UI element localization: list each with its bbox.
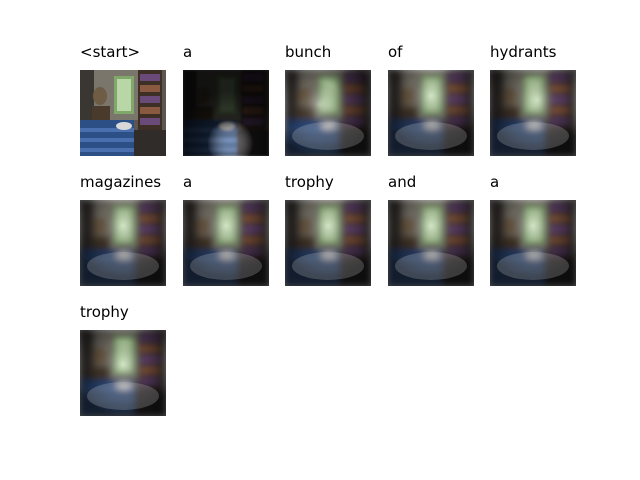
frame-word-label: trophy [80,303,129,321]
attention-map-image [183,200,269,286]
attention-map-image [388,70,474,156]
attention-frame: of [388,43,484,173]
attention-frame: a [490,173,586,303]
attention-frame: <start> [80,43,176,173]
attention-map-image [80,70,166,156]
attention-frame: a [183,173,279,303]
attention-frame: a [183,43,279,173]
frame-word-label: and [388,173,417,191]
frame-word-label: bunch [285,43,332,61]
attention-map-image [388,200,474,286]
attention-map-image [490,70,576,156]
attention-map-image [183,70,269,156]
frame-word-label: of [388,43,403,61]
attention-frame: hydrants [490,43,586,173]
attention-map-image [80,200,166,286]
frame-word-label: trophy [285,173,334,191]
attention-frame: magazines [80,173,176,303]
frame-word-label: a [490,173,500,191]
attention-map-image [285,70,371,156]
attention-frame: trophy [80,303,176,433]
attention-frame: bunch [285,43,381,173]
attention-frame: trophy [285,173,381,303]
frame-word-label: magazines [80,173,162,191]
frame-word-label: a [183,173,193,191]
attention-frame: and [388,173,484,303]
frame-word-label: hydrants [490,43,557,61]
frame-word-label: <start> [80,43,141,61]
attention-map-image [490,200,576,286]
attention-map-image [80,330,166,416]
frame-word-label: a [183,43,193,61]
attention-map-image [285,200,371,286]
